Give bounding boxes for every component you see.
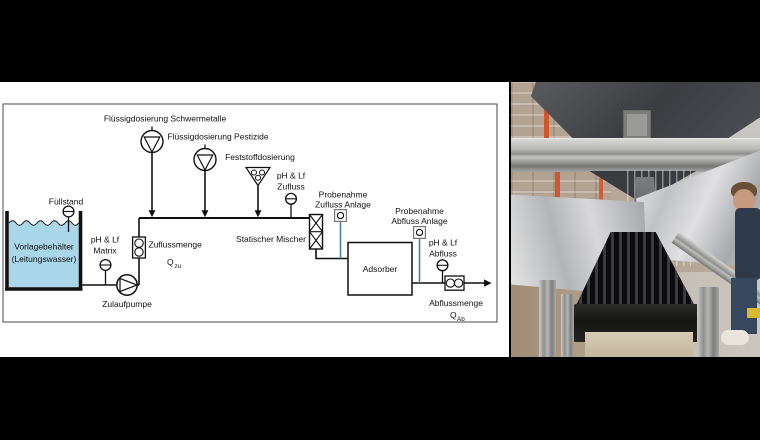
inlet-pump-label: Zulaufpumpe bbox=[102, 299, 152, 309]
diagram-border bbox=[2, 103, 498, 323]
inflow-meter: Zuflussmenge Q zu bbox=[131, 236, 203, 270]
pipe-mixer-to-adsorber bbox=[315, 249, 348, 260]
meter-roll bbox=[453, 278, 464, 288]
funnel-pellet bbox=[251, 169, 257, 176]
pilot-plant-photo bbox=[511, 82, 760, 357]
sample-inflow-label1: Probenahme bbox=[319, 190, 368, 200]
adsorber-box bbox=[347, 241, 413, 296]
ph-outflow-label1: pH & Lf bbox=[429, 238, 458, 248]
meter-roll bbox=[134, 238, 144, 248]
person-head bbox=[733, 189, 755, 212]
pump-triangle-icon bbox=[143, 136, 161, 154]
dosing-arrowhead bbox=[148, 210, 156, 218]
dosing3-label: Feststoffdosierung bbox=[225, 152, 295, 162]
frame-post-left-inner bbox=[561, 294, 574, 357]
ph-outflow-label2: Abfluss bbox=[429, 249, 457, 259]
pump-triangle-icon bbox=[196, 154, 214, 172]
adsorber-vessel: Adsorber bbox=[347, 241, 413, 296]
frame-post-left bbox=[539, 280, 556, 357]
static-mixer: Statischer Mischer bbox=[236, 213, 324, 250]
outflow-meter: Abflussmenge Q Ab bbox=[429, 275, 483, 323]
ph-lf-matrix-sensor: pH & Lf Matrix bbox=[91, 235, 120, 285]
water-surface-line bbox=[8, 220, 79, 226]
sample-valve-port bbox=[336, 211, 345, 220]
base-cabinet bbox=[585, 332, 693, 357]
meter-roll bbox=[445, 278, 456, 288]
ph-lf-inflow-sensor: pH & Lf Zufluss bbox=[277, 171, 306, 218]
sample-outflow-label2: Abfluss Anlage bbox=[391, 216, 448, 226]
storage-tank: Vorlagebehälter (Leitungswasser) bbox=[5, 211, 83, 291]
ph-lf-outflow-sensor: pH & Lf Abfluss bbox=[429, 238, 458, 283]
dosing-arrowhead bbox=[254, 210, 262, 218]
person-leg bbox=[731, 278, 757, 334]
sample-valve-port bbox=[415, 228, 424, 237]
frame-post-right bbox=[697, 287, 719, 357]
inflow-q-subscript: zu bbox=[175, 263, 182, 270]
inlet-pump: Zulaufpumpe bbox=[102, 274, 152, 309]
dosing-arrowhead bbox=[201, 210, 209, 218]
sample-inflow-label2: Zufluss Anlage bbox=[315, 200, 371, 210]
ph-matrix-label1: pH & Lf bbox=[91, 235, 120, 245]
fill-level-label: Füllstand bbox=[49, 197, 84, 207]
dosing-pump-heavy-metals: Flüssigdosierung Schwermetalle bbox=[104, 114, 227, 218]
inflow-q-symbol: Q bbox=[167, 257, 174, 267]
ph-matrix-label2: Matrix bbox=[93, 246, 117, 256]
aluminum-cross-beam bbox=[511, 138, 760, 172]
dosing-pump-pesticides: Flüssigdosierung Pestizide bbox=[167, 132, 269, 218]
person-shoe bbox=[721, 330, 749, 345]
person-torso bbox=[735, 208, 760, 280]
flow-arrowhead bbox=[484, 279, 492, 287]
fill-level-sensor: Füllstand bbox=[49, 197, 84, 232]
solids-doser-funnel: Feststoffdosierung bbox=[225, 152, 295, 218]
aluminum-connector-block bbox=[623, 110, 651, 140]
funnel-pellet bbox=[255, 174, 261, 181]
adsorber-label: Adsorber bbox=[363, 264, 398, 274]
yellow-tool bbox=[747, 308, 760, 318]
pump-triangle-icon bbox=[119, 277, 139, 293]
dosing1-label: Flüssigdosierung Schwermetalle bbox=[104, 114, 227, 124]
funnel-pellet bbox=[259, 169, 265, 176]
ph-inflow-label2: Zufluss bbox=[277, 182, 304, 192]
ph-inflow-label1: pH & Lf bbox=[277, 171, 306, 181]
tank-label-line1: Vorlagebehälter bbox=[14, 242, 74, 252]
static-mixer-label: Statischer Mischer bbox=[236, 234, 306, 244]
tank-water bbox=[9, 220, 79, 288]
inflow-sample-point: Probenahme Zufluss Anlage bbox=[315, 190, 371, 259]
outflow-sample-point: Probenahme Abfluss Anlage bbox=[391, 206, 448, 283]
mixer-elements-icon bbox=[309, 214, 323, 250]
inflow-qty-label: Zuflussmenge bbox=[149, 240, 203, 250]
sample-outflow-label1: Probenahme bbox=[395, 206, 444, 216]
meter-roll bbox=[134, 247, 144, 257]
process-diagram: Vorlagebehälter (Leitungswasser) Füllsta… bbox=[2, 103, 498, 323]
outflow-q-subscript: Ab bbox=[457, 316, 465, 323]
tank-label-line2: (Leitungswasser) bbox=[12, 254, 77, 264]
process-diagram-panel: Vorlagebehälter (Leitungswasser) Füllsta… bbox=[0, 82, 509, 357]
outflow-q-symbol: Q bbox=[450, 310, 457, 320]
outflow-qty-label: Abflussmenge bbox=[429, 298, 483, 308]
dosing2-label: Flüssigdosierung Pestizide bbox=[167, 132, 268, 142]
